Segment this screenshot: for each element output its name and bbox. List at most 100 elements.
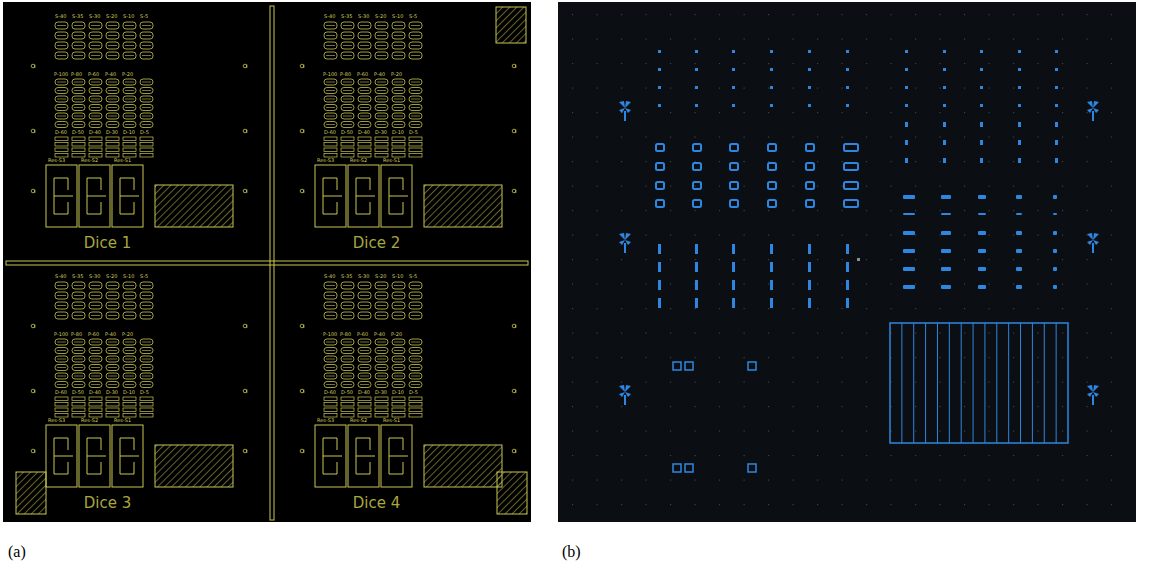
alignment-mark xyxy=(31,324,35,328)
plate-line xyxy=(125,99,134,100)
plate-line xyxy=(360,342,369,343)
plate-line xyxy=(108,350,117,351)
grid-dot xyxy=(1111,308,1112,309)
square-feature xyxy=(685,464,693,472)
grid-dot xyxy=(989,186,990,187)
grid-dot xyxy=(989,88,990,89)
alignment-mark xyxy=(515,65,516,69)
grid-dot xyxy=(817,504,818,505)
grid-dot xyxy=(842,504,843,505)
plate-line xyxy=(74,350,83,351)
serpentine-cell xyxy=(324,52,337,59)
plate-cell xyxy=(392,96,405,102)
plate-cell xyxy=(341,382,354,388)
grid-dot xyxy=(646,357,647,358)
grid-dot xyxy=(866,455,867,456)
plate-line xyxy=(326,90,335,91)
serpentine-cell xyxy=(140,22,153,29)
plate-cell xyxy=(392,122,405,128)
resonator-box xyxy=(112,425,143,487)
grid-dot xyxy=(817,186,818,187)
grid-dot xyxy=(1087,333,1088,334)
grid-dot xyxy=(989,235,990,236)
grid-dot xyxy=(1062,504,1063,505)
plate-cell xyxy=(140,122,153,128)
plate-cell xyxy=(358,96,371,102)
alignment-mark xyxy=(243,324,247,328)
plate-line xyxy=(394,359,403,360)
grid-dot xyxy=(1062,112,1063,113)
plate-cell xyxy=(375,373,388,379)
serpentine-cell xyxy=(140,312,153,319)
plate-cell xyxy=(140,339,153,345)
plate-line xyxy=(394,107,403,108)
disk-feature xyxy=(1053,195,1057,199)
grid-dot xyxy=(670,63,671,64)
plate-line xyxy=(125,350,134,351)
grid-dot xyxy=(989,63,990,64)
grid-dot xyxy=(768,308,769,309)
plate-cell xyxy=(409,105,422,111)
serpentine-cell xyxy=(72,52,85,59)
grid-dot xyxy=(621,63,622,64)
grid-dot xyxy=(842,406,843,407)
bar-feature xyxy=(658,280,661,290)
plate-cell xyxy=(324,122,337,128)
grid-dot xyxy=(719,39,720,40)
plate-cell xyxy=(140,348,153,354)
resonator-box xyxy=(315,425,346,487)
plate-line xyxy=(91,99,100,100)
serpentine-line xyxy=(108,285,117,286)
alignment-mark xyxy=(34,450,35,454)
resonator-box xyxy=(112,165,143,227)
grid-dot xyxy=(768,333,769,334)
grid-dot xyxy=(866,235,867,236)
feature-dot xyxy=(980,158,983,163)
plate-cell xyxy=(140,113,153,119)
alignment-mark xyxy=(34,130,35,134)
grid-dot xyxy=(597,63,598,64)
plate-cell xyxy=(106,122,119,128)
alignment-mark xyxy=(31,449,35,453)
plate-cell xyxy=(341,365,354,371)
grid-dot xyxy=(768,14,769,15)
plate-cell xyxy=(72,113,85,119)
plate-line xyxy=(326,124,335,125)
serpentine-line xyxy=(360,55,369,56)
grid-dot xyxy=(597,137,598,138)
serpentine-cell xyxy=(409,312,422,319)
plate-cell xyxy=(140,365,153,371)
grid-dot xyxy=(597,357,598,358)
grid-dot xyxy=(1038,186,1039,187)
bar-feature xyxy=(808,244,811,254)
plate-cell xyxy=(106,373,119,379)
resonator-pattern xyxy=(54,438,73,474)
feature-dot xyxy=(846,86,849,89)
grid-dot xyxy=(768,137,769,138)
plate-cell xyxy=(106,113,119,119)
feature-dot xyxy=(943,86,946,89)
grid-dot xyxy=(597,14,598,15)
plate-cell xyxy=(324,113,337,119)
grid-dot xyxy=(744,14,745,15)
grid-dot xyxy=(1038,14,1039,15)
plate-line xyxy=(125,124,134,125)
ring-feature xyxy=(693,163,701,170)
feature-dot xyxy=(943,104,946,107)
grid-dot xyxy=(572,504,573,505)
disk-cell xyxy=(409,397,422,401)
grid-dot xyxy=(646,259,647,260)
grid-dot xyxy=(1013,63,1014,64)
feature-dot xyxy=(980,104,983,107)
grid-dot xyxy=(1013,186,1014,187)
grid-dot xyxy=(964,382,965,383)
plate-line xyxy=(360,116,369,117)
grid-dot xyxy=(597,480,598,481)
grid-dot xyxy=(964,235,965,236)
grid-dot xyxy=(1038,357,1039,358)
grid-dot xyxy=(940,186,941,187)
disk-cell xyxy=(55,414,68,418)
plate-cell xyxy=(324,339,337,345)
plate-cell xyxy=(55,382,68,388)
disk-cell xyxy=(409,403,422,407)
